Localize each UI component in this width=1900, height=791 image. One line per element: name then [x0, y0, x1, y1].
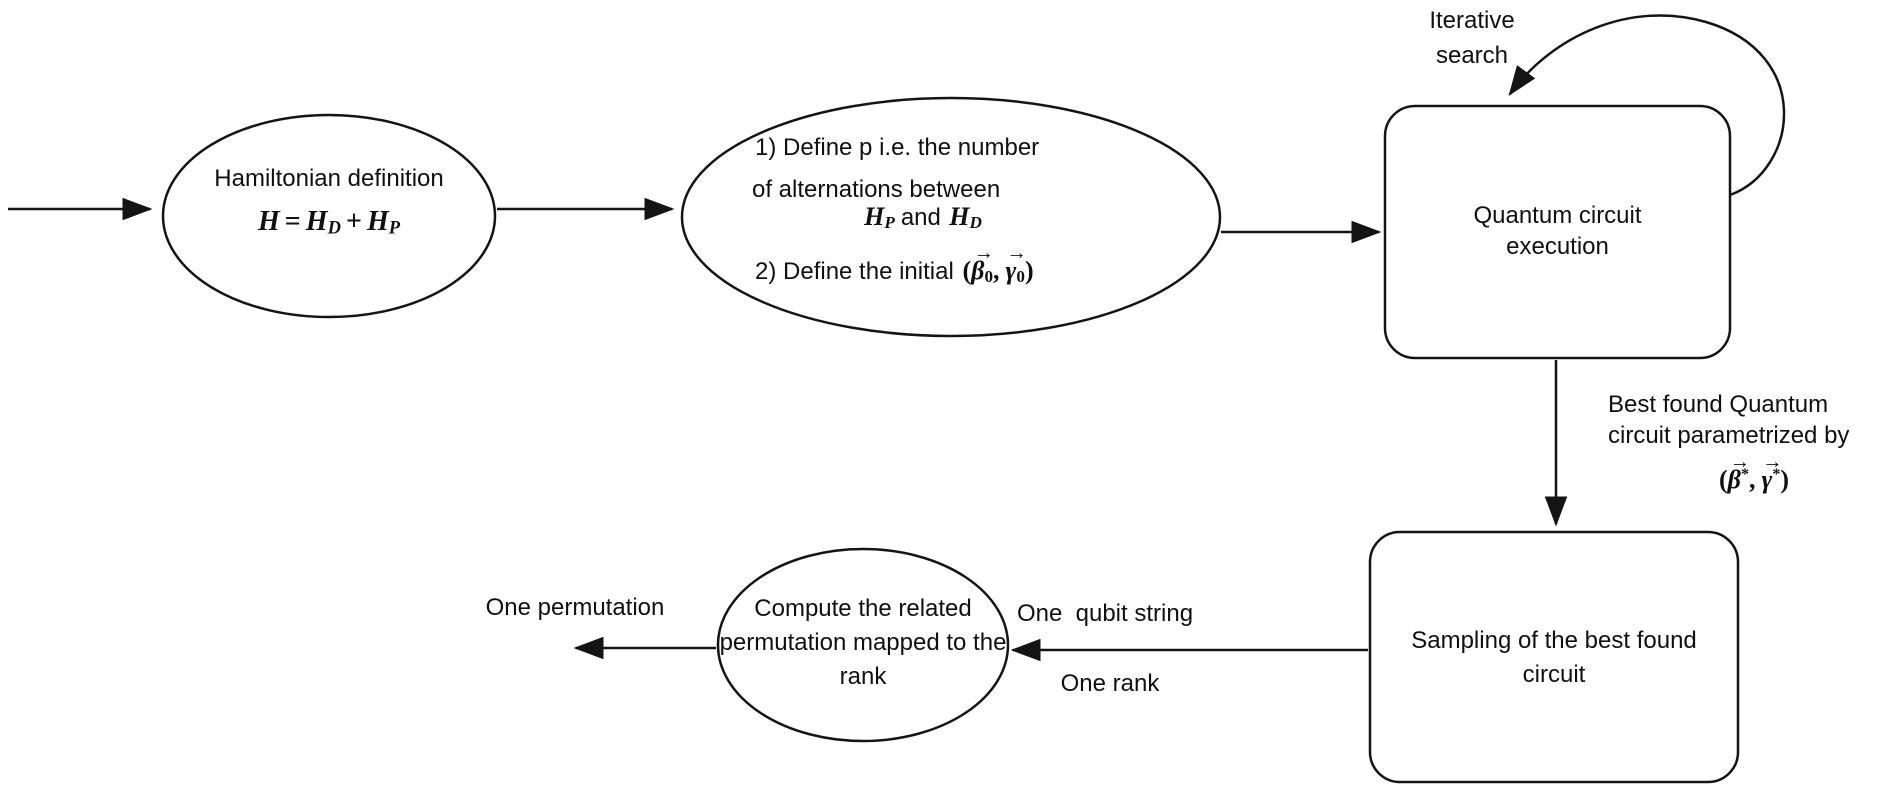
one-qubit-string-label: One qubit string — [1016, 600, 1194, 627]
math-rparen2: ) — [1780, 465, 1790, 494]
best-found-line1: Best found Quantum — [1608, 391, 1829, 418]
permutation-line2: permutation mapped to the — [719, 629, 1007, 656]
vector-arrow-icon: → — [1762, 451, 1783, 474]
math-beta-star: β — [1727, 465, 1741, 494]
iterative-line1: Iterative — [1429, 7, 1515, 34]
one-rank-label: One rank — [1060, 670, 1160, 697]
math-sub-D2: D — [969, 213, 982, 233]
execution-line1: Quantum circuit — [1473, 202, 1642, 229]
parameters-line1: 1) Define p i.e. the number — [755, 134, 1040, 161]
execution-label: Quantum circuit execution — [1385, 200, 1730, 262]
iterative-loop-arrow — [1508, 14, 1786, 197]
beta0-vector: →β0 — [971, 243, 994, 287]
math-H-D: H — [305, 206, 328, 237]
iterative-search-label: Iterative search — [1392, 3, 1552, 73]
math-plus: + — [345, 206, 362, 237]
math-gamma-star-sup: * — [1772, 466, 1781, 484]
math-sub-P2: P — [884, 213, 895, 233]
hamiltonian-title: Hamiltonian definition — [214, 165, 444, 192]
gamma0-vector: →γ0 — [1005, 243, 1027, 287]
permutation-line1: Compute the related — [754, 595, 972, 622]
vector-arrow-icon: → — [1729, 451, 1751, 474]
permutation-node-label: Compute the related permutation mapped t… — [713, 592, 1013, 694]
vector-arrow-icon: → — [973, 242, 994, 265]
parameters-line2: of alternations between — [752, 176, 1001, 203]
sampling-line2: circuit — [1522, 661, 1586, 688]
math-gamma0: γ — [1005, 256, 1017, 285]
best-found-label: Best found Quantum circuit parametrized … — [1608, 389, 1900, 495]
permutation-line3: rank — [839, 663, 887, 690]
permutation-ellipse — [716, 547, 1010, 743]
math-lparen2: ( — [1718, 465, 1728, 494]
execution-rect — [1383, 104, 1732, 360]
math-comma2: , — [1749, 465, 1756, 494]
initial-angles-formula: (→β0,→γ0) — [962, 243, 1034, 287]
beta-star-vector: →β* — [1727, 452, 1751, 495]
parameters-define2-text: 2) Define the initial — [755, 258, 954, 285]
best-angles-formula: (→β*,→γ*) — [1608, 452, 1900, 495]
hamiltonian-formula: H=HD+HP — [159, 206, 499, 239]
math-H: H — [257, 206, 280, 237]
math-beta-star-sup: * — [1740, 466, 1749, 484]
math-H-P2: H — [864, 202, 885, 231]
hamiltonian-ellipse — [161, 113, 497, 319]
vector-arrow-icon: → — [1006, 242, 1027, 265]
math-gamma-sub0: 0 — [1016, 267, 1025, 287]
math-and: and — [900, 204, 941, 231]
parameters-line4: 2) Define the initial (→β0,→γ0) — [755, 243, 1034, 287]
gamma-star-vector: →γ* — [1761, 452, 1783, 495]
math-beta-sub0: 0 — [984, 267, 994, 287]
math-H-D2: H — [949, 202, 970, 231]
math-sub-P: P — [388, 217, 401, 238]
sampling-rect — [1368, 530, 1740, 784]
math-comma: , — [993, 256, 1000, 285]
execution-line2: execution — [1506, 233, 1609, 260]
math-rparen: ) — [1024, 256, 1034, 285]
best-found-line2: circuit parametrized by — [1608, 422, 1850, 449]
math-gamma-star: γ — [1761, 465, 1773, 494]
math-beta0: β — [971, 256, 985, 285]
parameters-ellipse — [680, 96, 1222, 338]
math-H-P: H — [366, 206, 389, 237]
iterative-line2: search — [1435, 42, 1509, 69]
math-sub-D: D — [327, 217, 341, 238]
sampling-line1: Sampling of the best found — [1411, 627, 1697, 654]
math-lparen: ( — [962, 256, 972, 285]
one-permutation-label: One permutation — [485, 594, 665, 621]
math-equals: = — [284, 206, 301, 237]
sampling-label: Sampling of the best found circuit — [1370, 624, 1738, 692]
